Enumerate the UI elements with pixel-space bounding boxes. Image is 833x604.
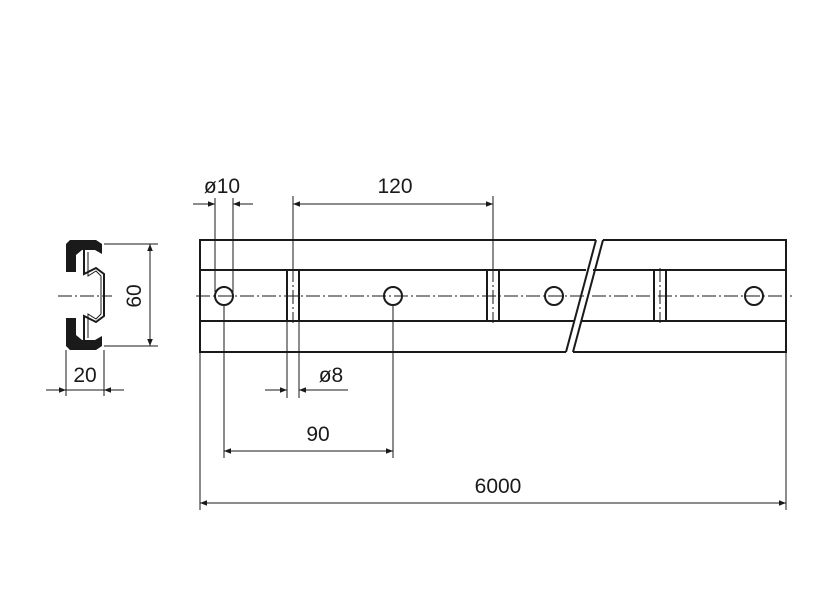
- dim-label-profile-width: 20: [73, 364, 96, 387]
- dim-slot-diameter: [265, 321, 348, 398]
- dim-total-length: [199, 352, 787, 510]
- dim-label-hole-pitch: 120: [377, 175, 412, 198]
- dim-label-hole-diameter: ø10: [204, 175, 240, 198]
- dim-label-slot-diameter: ø8: [319, 364, 344, 387]
- dim-profile-width: [46, 350, 124, 396]
- profile-web: [83, 250, 105, 340]
- hole: [744, 286, 764, 306]
- dim-label-edge-to-hole: 90: [306, 423, 329, 446]
- dim-profile-height: [104, 243, 158, 347]
- dim-hole-pitch: [292, 196, 494, 270]
- profile-web-inner: [87, 252, 102, 338]
- hole: [544, 286, 564, 306]
- rail-front-view: [196, 239, 792, 353]
- profile-outline-bottom: [66, 318, 102, 350]
- dim-label-profile-height: 60: [123, 284, 146, 307]
- dim-hole-diameter: [193, 198, 253, 292]
- profile-cross-section: [58, 240, 112, 350]
- dim-edge-to-hole: [223, 305, 394, 458]
- profile-outline: [66, 240, 102, 272]
- mounting-holes: [214, 286, 764, 306]
- dim-label-total-length: 6000: [475, 475, 522, 498]
